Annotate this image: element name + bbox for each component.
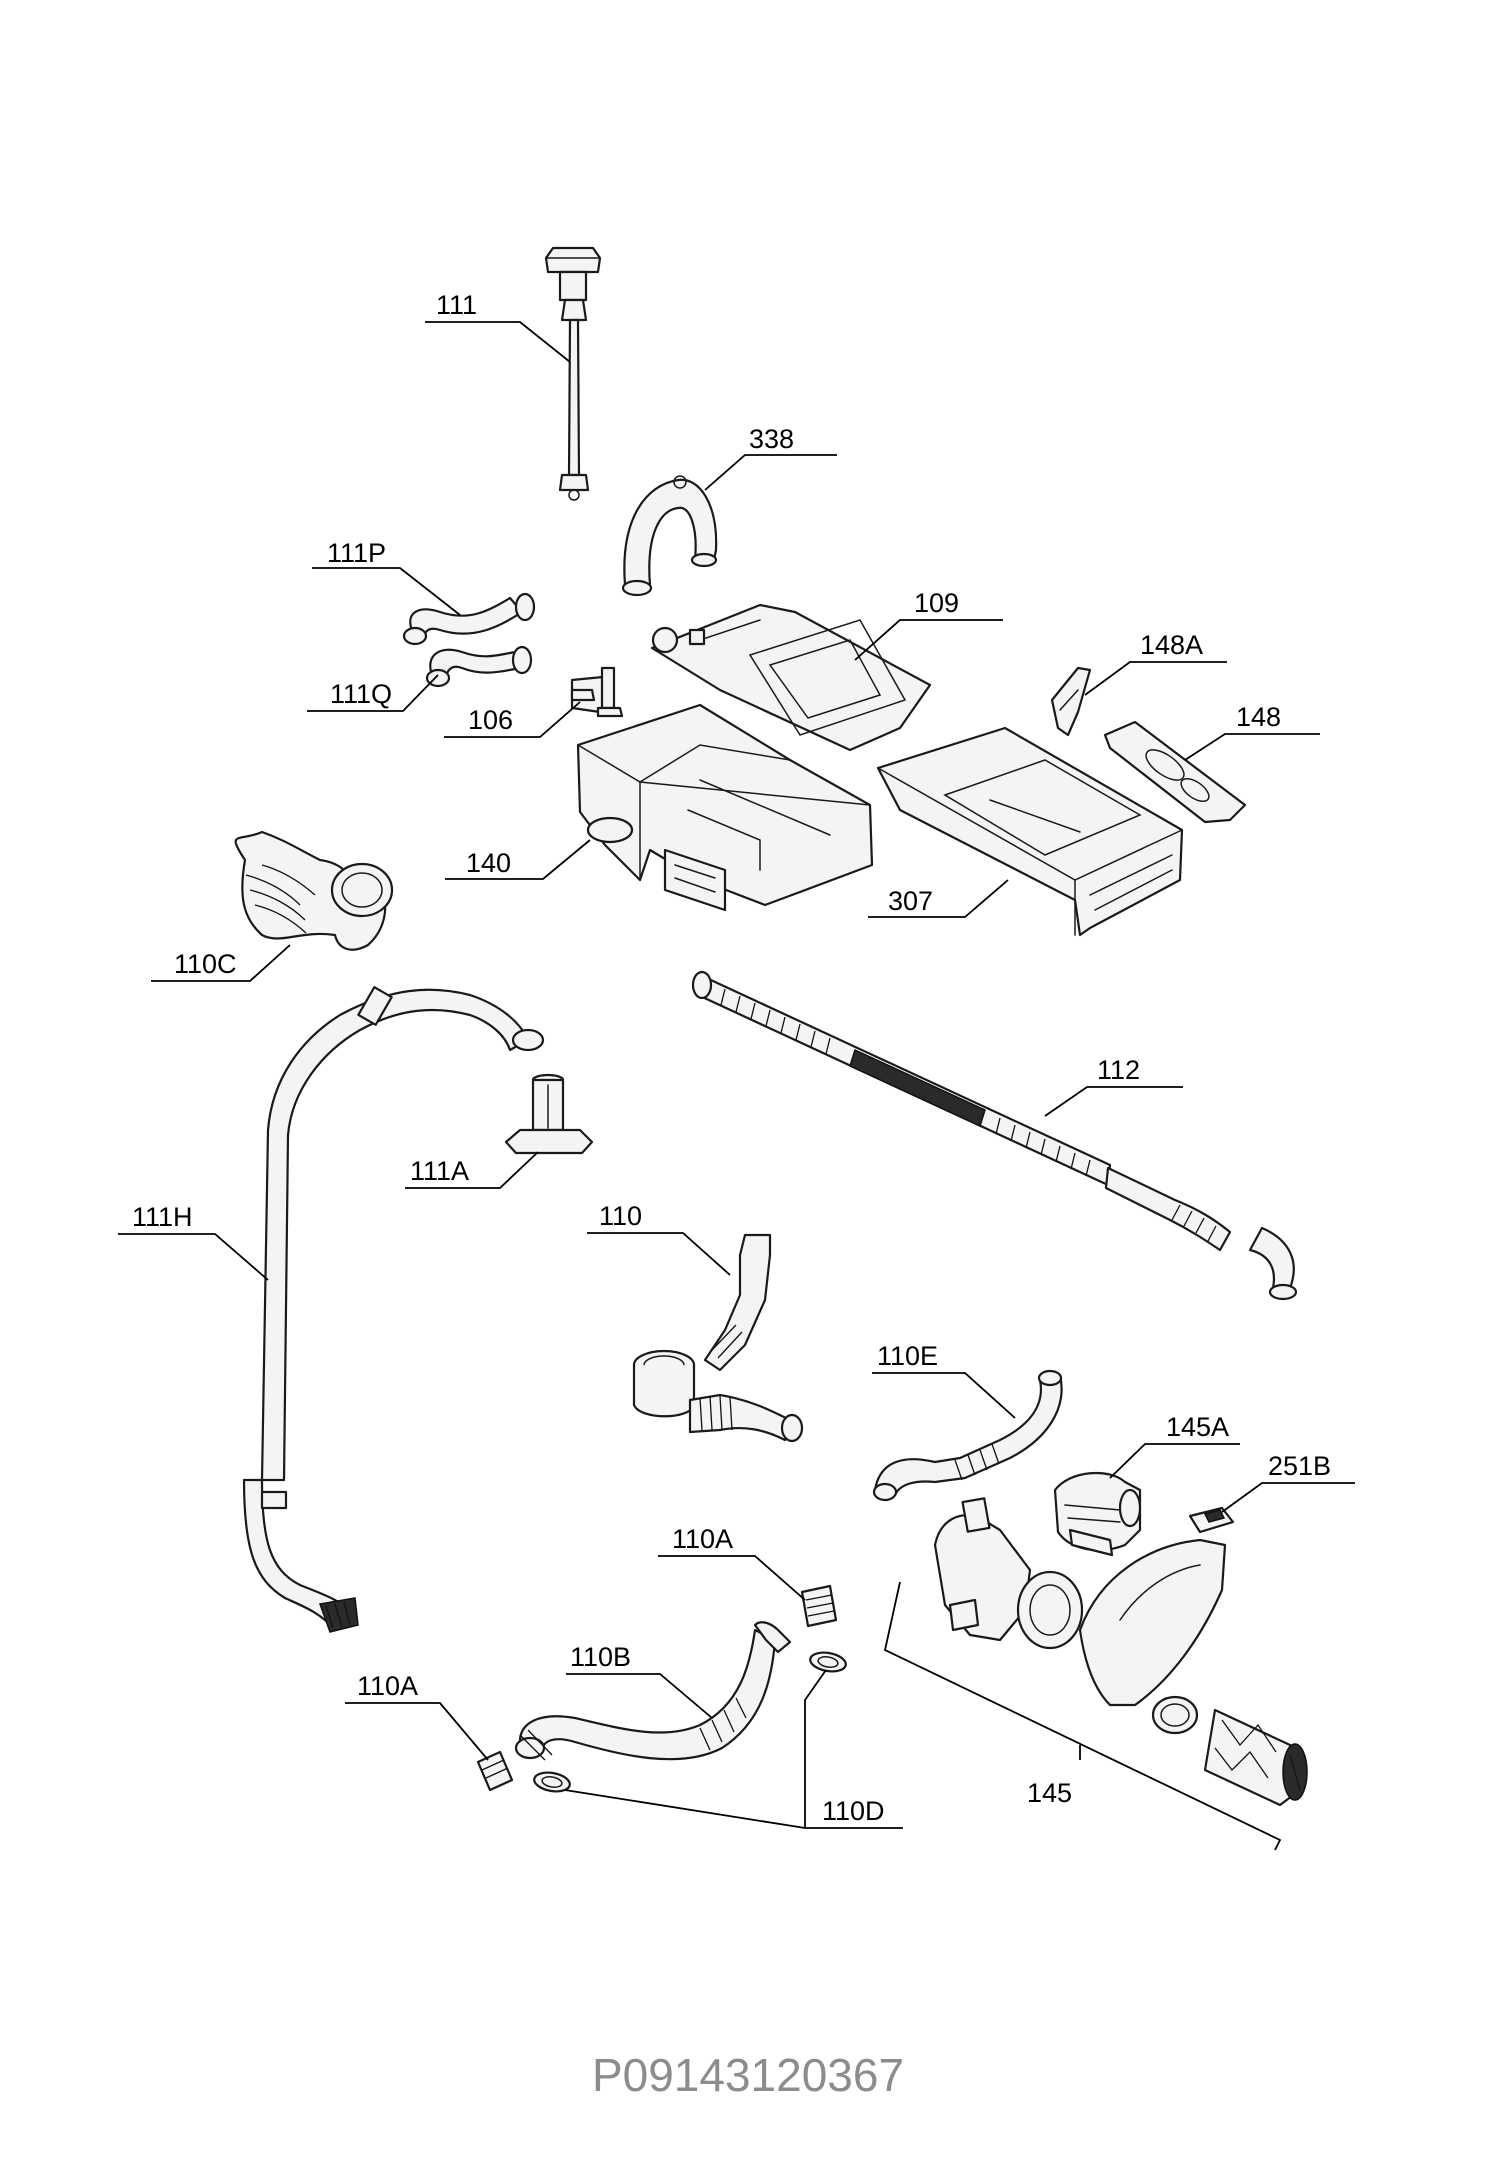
label-111H: 111H <box>132 1202 193 1232</box>
label-145: 145 <box>1027 1778 1072 1808</box>
part-111H-long-hose <box>242 986 545 1633</box>
part-112-drain-hose <box>691 970 1298 1301</box>
label-307: 307 <box>888 886 933 916</box>
part-110C-bellows-elbow <box>234 830 394 951</box>
part-110A-top-ring <box>800 1584 838 1628</box>
part-307-dispenser-drawer <box>876 726 1184 937</box>
label-112: 112 <box>1097 1055 1140 1085</box>
part-106-valve <box>570 666 624 718</box>
part-148A-bracket <box>1050 666 1092 737</box>
label-145A: 145A <box>1166 1412 1229 1442</box>
label-111Q: 111Q <box>330 679 392 709</box>
label-148: 148 <box>1236 702 1281 732</box>
part-111Q-hose <box>425 645 533 688</box>
part-251B-connector <box>1188 1506 1235 1534</box>
part-110B-hose <box>514 1621 792 1761</box>
label-110A-left: 110A <box>357 1671 418 1701</box>
label-140: 140 <box>466 848 511 878</box>
part-140-dispenser-housing <box>576 703 874 912</box>
label-110: 110 <box>599 1201 642 1231</box>
label-110E: 110E <box>877 1341 938 1371</box>
part-148-handle-plate <box>1103 720 1247 824</box>
part-145A-pump-motor <box>1053 1471 1142 1557</box>
label-251B: 251B <box>1268 1451 1331 1481</box>
part-110D-clip-right <box>809 1651 847 1673</box>
label-148A: 148A <box>1140 630 1203 660</box>
part-145-pump-assembly <box>933 1497 1308 1807</box>
part-111-level-sensor-hose <box>544 246 602 501</box>
label-110A-top: 110A <box>672 1524 733 1554</box>
leader-lines <box>118 321 1355 1851</box>
part-110D-clip-left <box>533 1771 571 1793</box>
document-id: P09143120367 <box>592 2049 904 2101</box>
part-111P-hose <box>402 592 536 646</box>
part-110E-hose <box>872 1369 1063 1502</box>
label-111: 111 <box>436 290 477 320</box>
label-110C: 110C <box>174 949 237 979</box>
part-111A-pressure-chamber <box>504 1073 594 1155</box>
label-110D: 110D <box>822 1796 885 1826</box>
part-109-dispenser-cover <box>650 603 932 752</box>
part-338-u-hose <box>621 475 718 597</box>
label-111A: 111A <box>410 1156 469 1186</box>
label-338: 338 <box>749 424 794 454</box>
part-110-sump-assembly <box>632 1233 804 1443</box>
label-106: 106 <box>468 705 513 735</box>
label-109: 109 <box>914 588 959 618</box>
part-110A-left-ring <box>476 1750 514 1792</box>
label-110B: 110B <box>570 1642 631 1672</box>
part-labels: 111 338 111P 111Q 106 109 148A 148 140 3… <box>132 290 1331 1826</box>
label-111P: 111P <box>327 538 386 568</box>
